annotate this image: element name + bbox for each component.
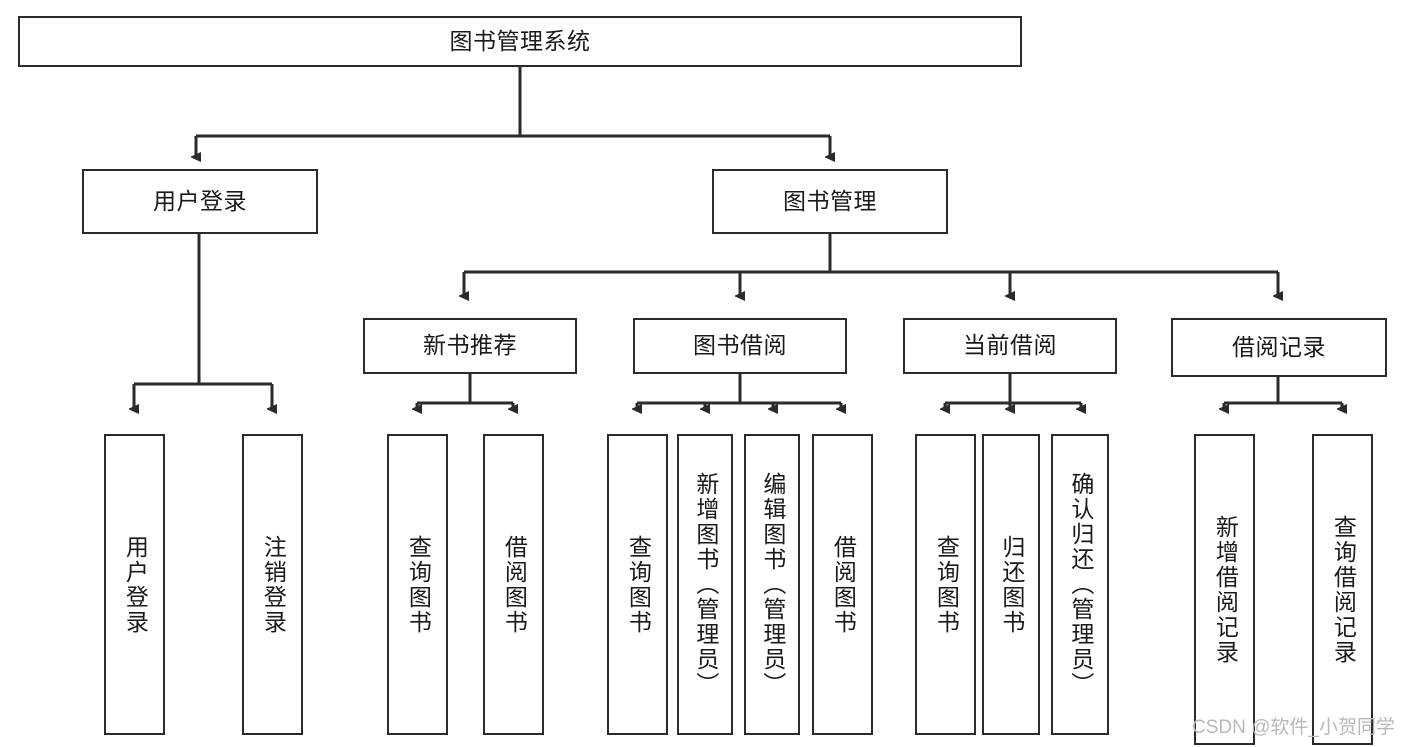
node-label: 当前借阅 — [963, 332, 1057, 359]
edges-new-book-to-leaves — [417, 374, 513, 409]
leaf-current-borrow-return-book[interactable]: 归还图书 — [982, 434, 1040, 735]
leaf-user-login-logout[interactable]: 注销登录 — [242, 434, 303, 735]
node-current-borrow[interactable]: 当前借阅 — [903, 318, 1117, 374]
node-label: 借阅记录 — [1232, 333, 1326, 360]
leaf-borrow-record-add-record[interactable]: 新增借阅记录 — [1194, 434, 1255, 745]
node-label: 查询图书 — [625, 534, 652, 635]
edges-root-to-level2 — [196, 67, 830, 157]
node-label: 新增图书（管理员） — [692, 472, 719, 697]
node-label: 借阅图书 — [501, 534, 528, 635]
node-label: 确认归还（管理员） — [1067, 472, 1094, 697]
node-label: 用户登录 — [122, 534, 149, 635]
edges-current-borrow-to-leaves — [945, 374, 1081, 409]
node-label: 编辑图书（管理员） — [759, 472, 786, 697]
leaf-book-borrow-borrow-book[interactable]: 借阅图书 — [812, 434, 873, 735]
edges-book-mgmt-to-level3 — [464, 234, 1278, 296]
node-label: 查询图书 — [405, 534, 432, 635]
node-user-login[interactable]: 用户登录 — [82, 169, 318, 234]
leaf-borrow-record-query-record[interactable]: 查询借阅记录 — [1312, 434, 1373, 745]
leaf-book-borrow-add-book-admin[interactable]: 新增图书（管理员） — [677, 434, 733, 735]
leaf-current-borrow-confirm-return-admin[interactable]: 确认归还（管理员） — [1051, 434, 1109, 735]
node-label: 新增借阅记录 — [1212, 514, 1239, 665]
node-root-book-management-system[interactable]: 图书管理系统 — [18, 16, 1022, 67]
node-label: 图书管理系统 — [449, 27, 591, 54]
node-label: 用户登录 — [153, 187, 247, 214]
node-label: 图书管理 — [783, 187, 877, 214]
csdn-watermark: CSDN @软件_小贺同学 — [1192, 717, 1395, 738]
node-label: 查询图书 — [933, 534, 960, 635]
leaf-current-borrow-query-book[interactable]: 查询图书 — [915, 434, 976, 735]
node-book-borrow[interactable]: 图书借阅 — [633, 318, 847, 374]
leaf-user-login-login[interactable]: 用户登录 — [104, 434, 165, 735]
node-label: 查询借阅记录 — [1330, 514, 1357, 665]
node-borrow-record[interactable]: 借阅记录 — [1171, 318, 1387, 377]
leaf-new-book-borrow-book[interactable]: 借阅图书 — [483, 434, 544, 735]
edges-user-login-to-leaves — [134, 234, 272, 409]
node-label: 注销登录 — [260, 534, 287, 635]
leaf-book-borrow-query-book[interactable]: 查询图书 — [607, 434, 668, 735]
node-new-book-recommend[interactable]: 新书推荐 — [363, 318, 577, 374]
node-label: 新书推荐 — [423, 332, 517, 359]
node-label: 归还图书 — [998, 534, 1025, 635]
edges-borrow-record-to-leaves — [1224, 377, 1342, 409]
node-label: 借阅图书 — [830, 534, 857, 635]
edges-book-borrow-to-leaves — [637, 374, 841, 409]
leaf-new-book-query-book[interactable]: 查询图书 — [387, 434, 448, 735]
leaf-book-borrow-edit-book-admin[interactable]: 编辑图书（管理员） — [744, 434, 800, 735]
node-label: 图书借阅 — [693, 332, 787, 359]
node-book-management[interactable]: 图书管理 — [712, 169, 948, 234]
